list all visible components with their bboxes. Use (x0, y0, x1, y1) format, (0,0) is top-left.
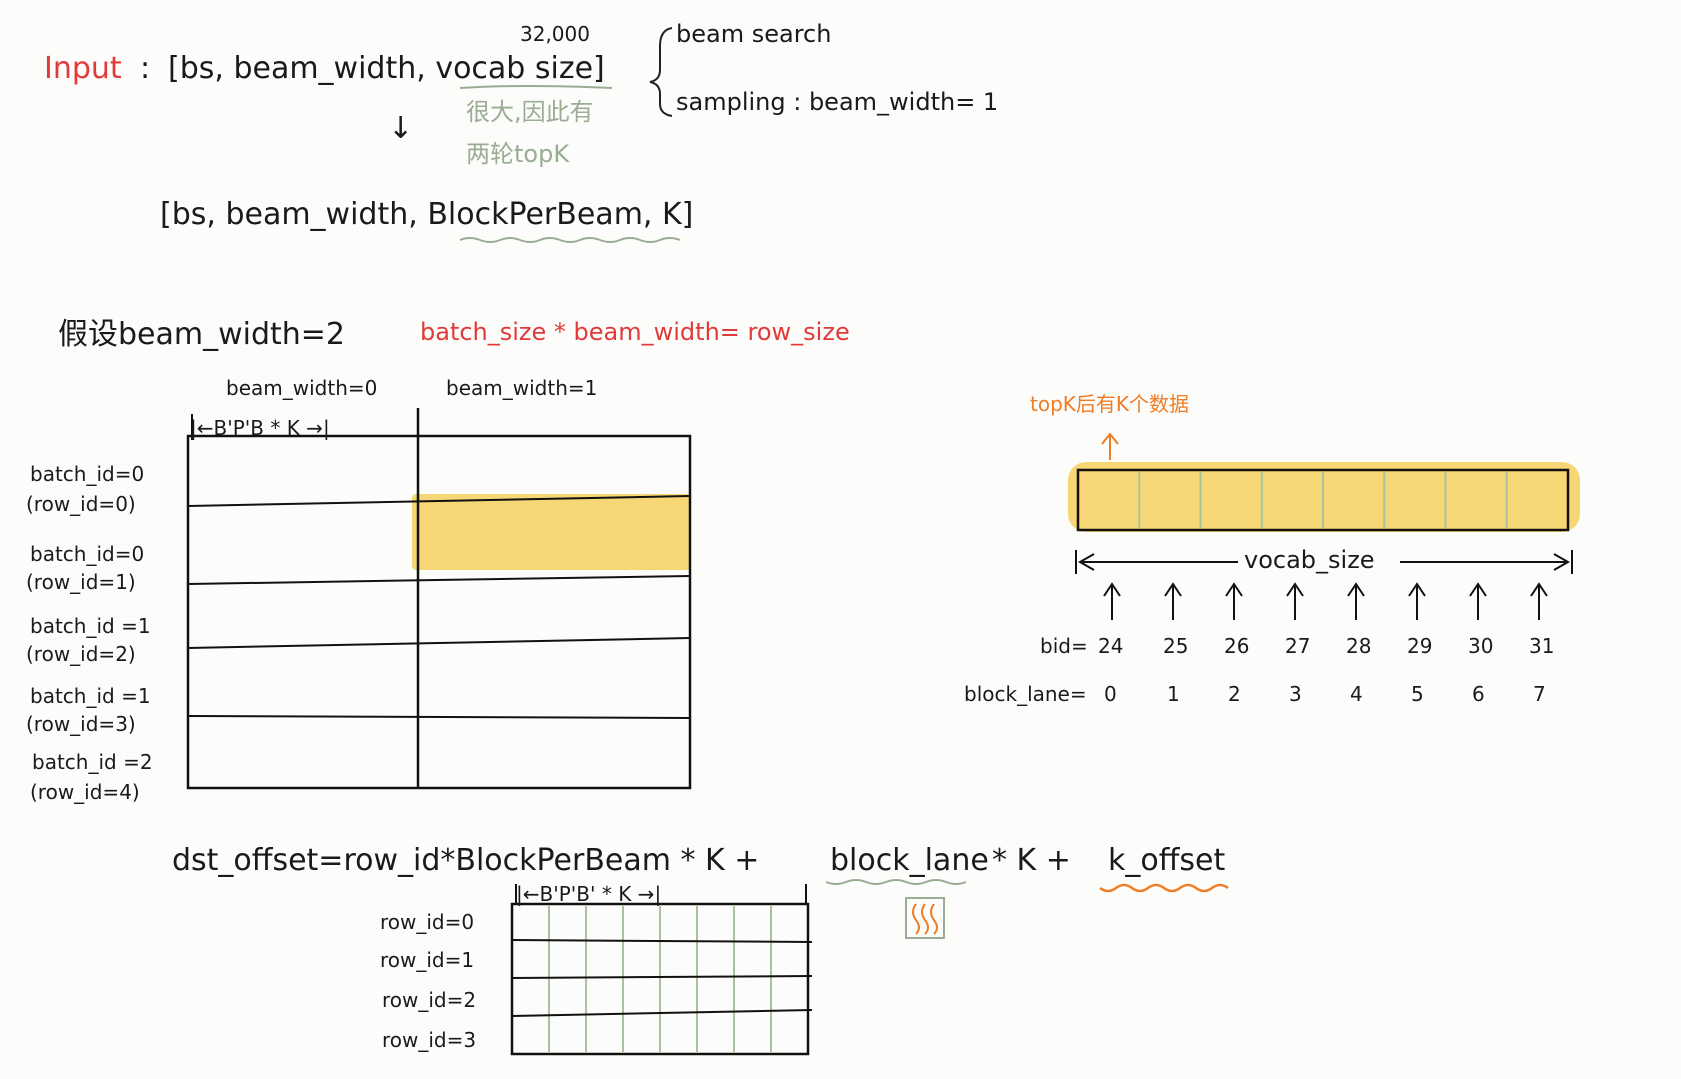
output-shape: [bs, beam_width, BlockPerBeam, K] (160, 197, 694, 232)
heat-icon (905, 897, 945, 939)
grid2-row-label: row_id=1 (380, 948, 475, 972)
vocab-number: 32,000 (520, 22, 590, 46)
grid2-frame (510, 902, 810, 1056)
grid2-row-label: row_id=3 (382, 1028, 477, 1052)
k-offset-underline (1099, 883, 1229, 893)
vocab-span-arrowhead-left (1077, 553, 1095, 571)
grid2-columns (548, 906, 772, 1052)
topk-note: topK后有K个数据 (1030, 392, 1190, 416)
bid-value: 25 (1163, 634, 1189, 658)
offset-formula-k-offset: k_offset (1108, 843, 1226, 878)
row-label-rowid: (row_id=0) (26, 492, 136, 516)
row-label-batch: batch_id=0 (30, 462, 145, 486)
row-label-batch: batch_id =1 (30, 684, 151, 708)
bid-up-arrow (1530, 582, 1548, 620)
block-lane-label: block_lane= (964, 682, 1087, 706)
row-label-rowid: (row_id=1) (26, 570, 136, 594)
grid2-row-line (511, 1009, 813, 1017)
input-word: Input (44, 51, 122, 86)
brace-option-beam-search: beam search (676, 20, 832, 48)
grid1-span-label: |←B'P'B * K →| (190, 416, 330, 440)
vocab-note-line2: 两轮topK (466, 140, 570, 168)
row-size-formula: batch_size * beam_width= row_size (420, 318, 850, 346)
row-label-rowid: (row_id=2) (26, 642, 136, 666)
lane-value: 4 (1350, 682, 1363, 706)
lane-value: 0 (1104, 682, 1117, 706)
vocab-strip-dividers (1138, 472, 1508, 528)
lane-value: 7 (1533, 682, 1546, 706)
offset-formula-main: dst_offset=row_id*BlockPerBeam * K + (172, 843, 760, 878)
offset-formula-block-lane: block_lane (830, 843, 989, 878)
bid-value: 24 (1098, 634, 1124, 658)
grid2-row-line (511, 939, 813, 943)
bid-value: 30 (1468, 634, 1494, 658)
col-header-beam-1: beam_width=1 (446, 376, 598, 400)
bid-arrows (1103, 582, 1548, 620)
grid1-frame (186, 434, 692, 790)
bid-label: bid= (1040, 634, 1088, 658)
vocab-span-arrowhead-right (1553, 553, 1571, 571)
offset-formula-times-k: * K + (992, 843, 1071, 878)
bid-up-arrow (1286, 582, 1304, 620)
input-colon: : (140, 51, 151, 86)
block-lane-underline (825, 879, 967, 885)
curly-brace (649, 27, 673, 117)
assume-label: 假设beam_width=2 (58, 317, 346, 352)
lane-value: 1 (1167, 682, 1180, 706)
grid1-row-line (187, 495, 691, 507)
grid1-row-line (187, 575, 691, 585)
grid2-span-label: |←B'P'B' * K →| (516, 882, 662, 906)
lane-value: 3 (1289, 682, 1302, 706)
grid2-row-line (511, 975, 813, 979)
bid-value: 26 (1224, 634, 1250, 658)
vocab-note-line1: 很大,因此有 (466, 98, 594, 126)
bid-up-arrow (1225, 582, 1243, 620)
vocab-underline (459, 85, 613, 89)
grid1-row-line (187, 715, 691, 719)
bid-up-arrow (1347, 582, 1365, 620)
row-label-batch: batch_id =2 (32, 750, 153, 774)
row-label-batch: batch_id =1 (30, 614, 151, 638)
grid1-row-line (187, 637, 691, 649)
row-label-batch: batch_id=0 (30, 542, 145, 566)
bid-value: 27 (1285, 634, 1311, 658)
lane-value: 2 (1228, 682, 1241, 706)
row-label-rowid: (row_id=4) (30, 780, 140, 804)
blockperbeam-underline (459, 237, 681, 243)
bid-value: 28 (1346, 634, 1372, 658)
topk-arrow-head (1101, 432, 1119, 445)
lane-value: 5 (1411, 682, 1424, 706)
bid-up-arrow (1469, 582, 1487, 620)
vocab-span-label: vocab_size (1244, 546, 1375, 574)
col-header-beam-0: beam_width=0 (226, 376, 378, 400)
grid1-highlight (412, 494, 690, 570)
row-label-rowid: (row_id=3) (26, 712, 136, 736)
grid2-row-label: row_id=0 (380, 910, 475, 934)
input-shape: [bs, beam_width, vocab size] (168, 51, 605, 86)
bid-value: 29 (1407, 634, 1433, 658)
bid-up-arrow (1164, 582, 1182, 620)
down-arrow: ↓ (388, 111, 414, 146)
bid-up-arrow (1408, 582, 1426, 620)
bid-up-arrow (1103, 582, 1121, 620)
bid-value: 31 (1529, 634, 1555, 658)
vocab-strip-frame (1076, 468, 1570, 532)
lane-value: 6 (1472, 682, 1485, 706)
grid2-row-label: row_id=2 (382, 988, 477, 1012)
brace-option-sampling: sampling : beam_width= 1 (676, 88, 999, 116)
